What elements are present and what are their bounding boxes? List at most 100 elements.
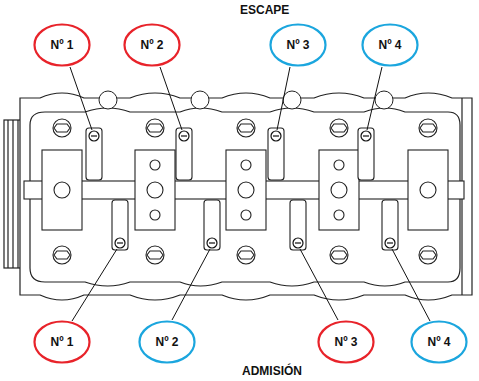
- head-bolts: [237, 246, 255, 264]
- adjusting-screws: [117, 242, 123, 243]
- head-bolts: [330, 246, 348, 264]
- adjusting-screws: [295, 242, 301, 243]
- rocker-arms: [204, 200, 220, 250]
- valve-number: Nº 1: [50, 38, 73, 52]
- bearing-caps: [319, 150, 359, 230]
- valve-number: Nº 3: [334, 335, 357, 349]
- ellipse-outline: [412, 322, 467, 363]
- head-body: [4, 120, 22, 268]
- leader-lines: [277, 67, 290, 130]
- ellipse-outline: [271, 25, 326, 66]
- head-bolts: [237, 119, 255, 137]
- leader-lines: [367, 67, 382, 130]
- port-bosses: [191, 91, 209, 109]
- valve-number: Nº 2: [155, 335, 178, 349]
- leader-lines: [160, 67, 182, 130]
- port-bosses: [99, 91, 393, 109]
- camshaft: [24, 181, 464, 199]
- adjusting-screws: [89, 131, 395, 248]
- valve-number-ellipse: Nº 2: [123, 23, 181, 67]
- adjusting-screws: [207, 238, 217, 248]
- rocker-arms: [268, 128, 284, 180]
- rocker-arms: [176, 128, 192, 180]
- adjusting-screws: [385, 238, 395, 248]
- rocker-arms: [86, 128, 102, 180]
- camshaft: [24, 181, 464, 199]
- head-body: [17, 120, 18, 268]
- adjusting-screws: [363, 135, 369, 136]
- head-bolts: [150, 160, 160, 170]
- ellipse-outline: [35, 322, 90, 363]
- ellipse-outline: [35, 25, 90, 66]
- valve-number-ellipse: Nº 1: [33, 320, 91, 364]
- bearing-caps: [42, 150, 82, 230]
- valve-number-ellipse: Nº 3: [269, 23, 327, 67]
- head-bolts: [420, 251, 436, 259]
- head-bolts: [147, 182, 163, 198]
- head-body: [20, 93, 472, 300]
- adjusting-screws: [361, 131, 371, 141]
- rocker-arms: [290, 200, 306, 250]
- bearing-caps: [135, 150, 175, 230]
- head-bolts: [54, 182, 70, 198]
- head-bolts: [334, 160, 344, 170]
- head-bolts: [241, 210, 251, 220]
- rocker-arms: [358, 128, 374, 180]
- leader-lines: [392, 249, 430, 321]
- port-bosses: [375, 91, 393, 109]
- valve-number: Nº 4: [378, 38, 401, 52]
- head-body: [4, 93, 472, 300]
- head-bolts: [419, 246, 437, 264]
- head-bolts: [146, 246, 164, 264]
- adjusting-screws: [271, 131, 281, 141]
- valve-number-ellipse: Nº 4: [361, 23, 419, 67]
- rocker-arms: [86, 128, 398, 250]
- ellipse-outline: [319, 322, 374, 363]
- leader-lines: [72, 249, 117, 321]
- head-bolts: [146, 119, 164, 137]
- rocker-arms: [112, 200, 128, 250]
- adjusting-screws: [387, 242, 393, 243]
- head-bolts: [53, 119, 71, 137]
- head-body: [12, 120, 13, 268]
- head-bolts: [147, 251, 163, 259]
- valve-number-ellipse: Nº 4: [410, 320, 468, 364]
- bearing-caps: [408, 150, 448, 230]
- port-bosses: [99, 91, 117, 109]
- head-bolts: [54, 251, 70, 259]
- adjusting-screws: [209, 242, 215, 243]
- adjusting-screws: [181, 135, 187, 136]
- ellipse-outline: [140, 322, 195, 363]
- leader-lines: [172, 249, 210, 320]
- valve-number: Nº 3: [286, 38, 309, 52]
- adjusting-screws: [293, 238, 303, 248]
- head-bolts: [334, 210, 344, 220]
- valve-number: Nº 4: [427, 335, 450, 349]
- valve-number-ellipse: Nº 1: [33, 23, 91, 67]
- head-bolts: [419, 119, 437, 137]
- valve-number-ellipse: Nº 3: [317, 320, 375, 364]
- head-bolts: [420, 124, 436, 132]
- port-bosses: [283, 91, 301, 109]
- adjusting-screws: [115, 238, 125, 248]
- head-bolts: [53, 246, 71, 264]
- head-bolts: [150, 210, 160, 220]
- head-bolts: [53, 119, 437, 264]
- head-bolts: [238, 251, 254, 259]
- rocker-arms: [382, 200, 398, 250]
- head-bolts: [241, 160, 251, 170]
- head-bolts: [238, 182, 254, 198]
- head-bolts: [238, 124, 254, 132]
- head-bolts: [331, 124, 347, 132]
- adjusting-screws: [273, 135, 279, 136]
- leader-lines: [300, 249, 338, 320]
- side-label: ESCAPE: [240, 3, 289, 17]
- head-bolts: [330, 119, 348, 137]
- head-bolts: [54, 124, 70, 132]
- bearing-caps: [226, 150, 266, 230]
- leader-lines: [70, 67, 430, 321]
- leader-lines: [70, 67, 92, 130]
- head-bolts: [420, 182, 436, 198]
- adjusting-screws: [179, 131, 189, 141]
